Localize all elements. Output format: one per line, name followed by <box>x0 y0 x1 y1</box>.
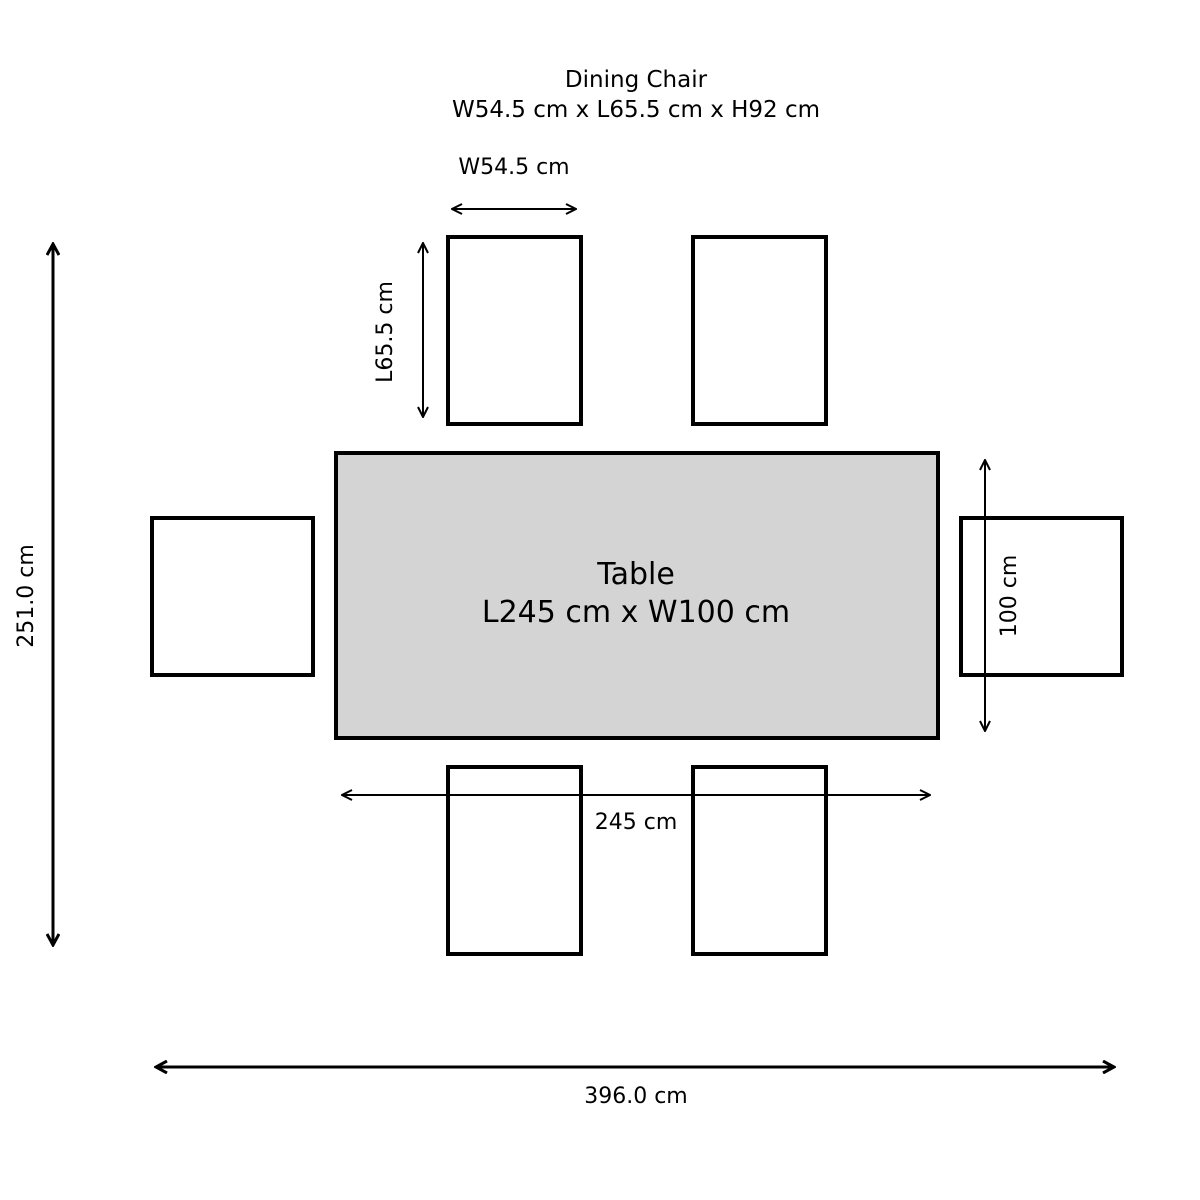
table-title: Table <box>596 557 675 592</box>
table <box>334 451 940 740</box>
overall-width-label: 396.0 cm <box>584 1084 688 1109</box>
chair-dimensions: W54.5 cm x L65.5 cm x H92 cm <box>452 97 820 123</box>
table-dimensions: L245 cm x W100 cm <box>482 595 790 630</box>
chair-length-label: L65.5 cm <box>373 281 398 383</box>
chair-top-left <box>446 235 583 426</box>
chair-left <box>150 516 315 677</box>
overall-depth-label: 251.0 cm <box>14 544 39 648</box>
chair-title: Dining Chair <box>565 67 708 93</box>
table-width-label: 100 cm <box>997 555 1022 638</box>
table-length-label: 245 cm <box>595 810 678 835</box>
chair-top-right <box>691 235 828 426</box>
chair-width-label: W54.5 cm <box>458 155 569 180</box>
